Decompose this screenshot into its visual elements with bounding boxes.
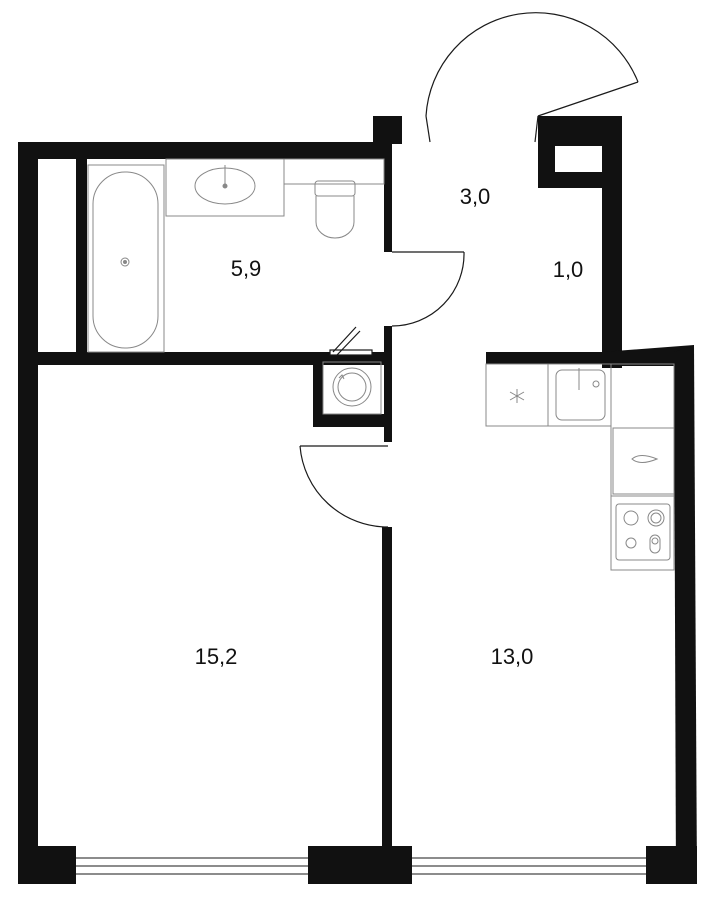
wall-washer-right bbox=[384, 352, 392, 442]
room-area-bedroom: 15,2 bbox=[195, 644, 238, 669]
wall-washer-bottom bbox=[313, 414, 392, 427]
window-kitchen bbox=[412, 857, 646, 875]
toilet-icon bbox=[283, 158, 385, 239]
room-area-bathroom: 5,9 bbox=[231, 256, 262, 281]
wall-right-upper bbox=[602, 116, 622, 368]
wall-kitchen-top bbox=[486, 352, 682, 364]
wall-entrance-jamb-left bbox=[373, 116, 402, 144]
stove-icon bbox=[615, 503, 671, 561]
wall-shaft-bottom bbox=[538, 172, 622, 188]
bedroom-door[interactable] bbox=[299, 445, 389, 528]
wall-niche-divider bbox=[76, 159, 87, 357]
outer-walls bbox=[18, 116, 697, 884]
kitchen-counter bbox=[485, 363, 675, 571]
bathtub-icon bbox=[87, 164, 165, 353]
wall-bathroom-right-upper bbox=[384, 142, 392, 252]
vent-icon bbox=[509, 389, 525, 403]
room-area-kitchen-living: 13,0 bbox=[491, 644, 534, 669]
wall-bathroom-right-lower bbox=[384, 326, 392, 365]
bathroom-door[interactable] bbox=[391, 251, 465, 327]
doors bbox=[299, 12, 639, 528]
wall-top-left bbox=[18, 142, 390, 159]
wall-partition bbox=[382, 527, 392, 852]
entrance-door[interactable] bbox=[425, 12, 639, 143]
washer-closet-door[interactable] bbox=[329, 326, 373, 356]
windows bbox=[76, 857, 646, 875]
wall-bottom-left-block bbox=[18, 846, 76, 884]
window-bedroom bbox=[76, 857, 308, 875]
wall-bottom-right-block bbox=[646, 846, 697, 884]
wall-bottom-center-block bbox=[308, 846, 412, 884]
kitchen-sink-icon bbox=[555, 368, 606, 421]
inner-walls bbox=[18, 142, 682, 852]
wall-left bbox=[18, 142, 38, 884]
wall-washer-left bbox=[313, 352, 323, 427]
sink-icon bbox=[165, 158, 285, 217]
washing-machine-icon bbox=[322, 361, 382, 415]
room-area-hallway: 3,0 bbox=[460, 184, 491, 209]
refrigerator-icon bbox=[612, 427, 675, 495]
wall-shaft-left bbox=[538, 116, 555, 188]
wall-bathroom-bottom bbox=[18, 352, 392, 365]
wall-right-lower bbox=[674, 345, 697, 884]
room-area-storage: 1,0 bbox=[553, 257, 584, 282]
